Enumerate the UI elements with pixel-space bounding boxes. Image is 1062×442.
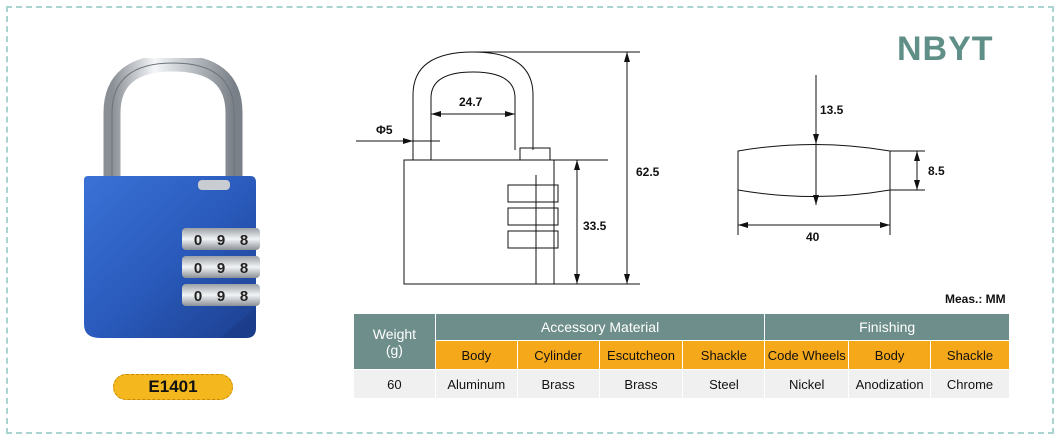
dim-key-depth: 13.5 bbox=[820, 103, 844, 117]
sub-header-code-wheels: Code Wheels bbox=[764, 340, 850, 370]
lock-digit: 9 bbox=[217, 232, 225, 249]
lock-digit: 0 bbox=[194, 260, 202, 277]
lock-digit: 9 bbox=[217, 260, 225, 277]
table-cell: Steel bbox=[682, 369, 766, 399]
measure-note: Meas.: MM bbox=[945, 292, 1006, 306]
page-frame bbox=[6, 6, 1054, 434]
table-cell: Brass bbox=[516, 369, 600, 399]
table-cell: Brass bbox=[598, 369, 684, 399]
weight-header: Weight (g) bbox=[353, 313, 436, 370]
dim-shackle-width: 24.7 bbox=[459, 95, 483, 109]
dim-key-width: 40 bbox=[806, 230, 820, 244]
sub-header-escutcheon: Escutcheon bbox=[598, 340, 684, 370]
dim-total-height: 62.5 bbox=[636, 165, 660, 179]
lock-digit: 8 bbox=[240, 260, 248, 277]
sub-header-finish-body: Body bbox=[848, 340, 932, 370]
lock-digit: 8 bbox=[240, 232, 248, 249]
dim-key-thickness: 8.5 bbox=[928, 164, 945, 178]
spec-table: Weight (g) Accessory Material Finishing … bbox=[353, 313, 1010, 399]
dim-shackle-diameter: Φ5 bbox=[376, 123, 393, 137]
sub-header-body: Body bbox=[434, 340, 518, 370]
accessory-material-header: Accessory Material bbox=[434, 313, 766, 341]
technical-drawing: Φ5 24.7 62.5 33.5 13.5 8.5 40 bbox=[340, 40, 980, 300]
sub-header-cylinder: Cylinder bbox=[516, 340, 600, 370]
table-cell: Anodization bbox=[848, 369, 932, 399]
padlock-image: 0 9 8 0 9 8 0 9 8 bbox=[70, 54, 280, 358]
sub-header-shackle: Shackle bbox=[682, 340, 766, 370]
table-cell: Nickel bbox=[764, 369, 850, 399]
table-cell: Aluminum bbox=[434, 369, 518, 399]
lock-digit: 0 bbox=[194, 232, 202, 249]
lock-digit: 9 bbox=[217, 288, 225, 305]
dim-body-height: 33.5 bbox=[583, 219, 607, 233]
lock-digit: 0 bbox=[194, 288, 202, 305]
weight-value: 60 bbox=[353, 369, 436, 399]
table-cell: Chrome bbox=[930, 369, 1010, 399]
brand-logo: NBYT bbox=[897, 30, 994, 68]
sub-header-finish-shackle: Shackle bbox=[930, 340, 1010, 370]
model-badge: E1401 bbox=[113, 374, 233, 400]
lock-digit: 8 bbox=[240, 288, 248, 305]
finishing-header: Finishing bbox=[764, 313, 1010, 341]
